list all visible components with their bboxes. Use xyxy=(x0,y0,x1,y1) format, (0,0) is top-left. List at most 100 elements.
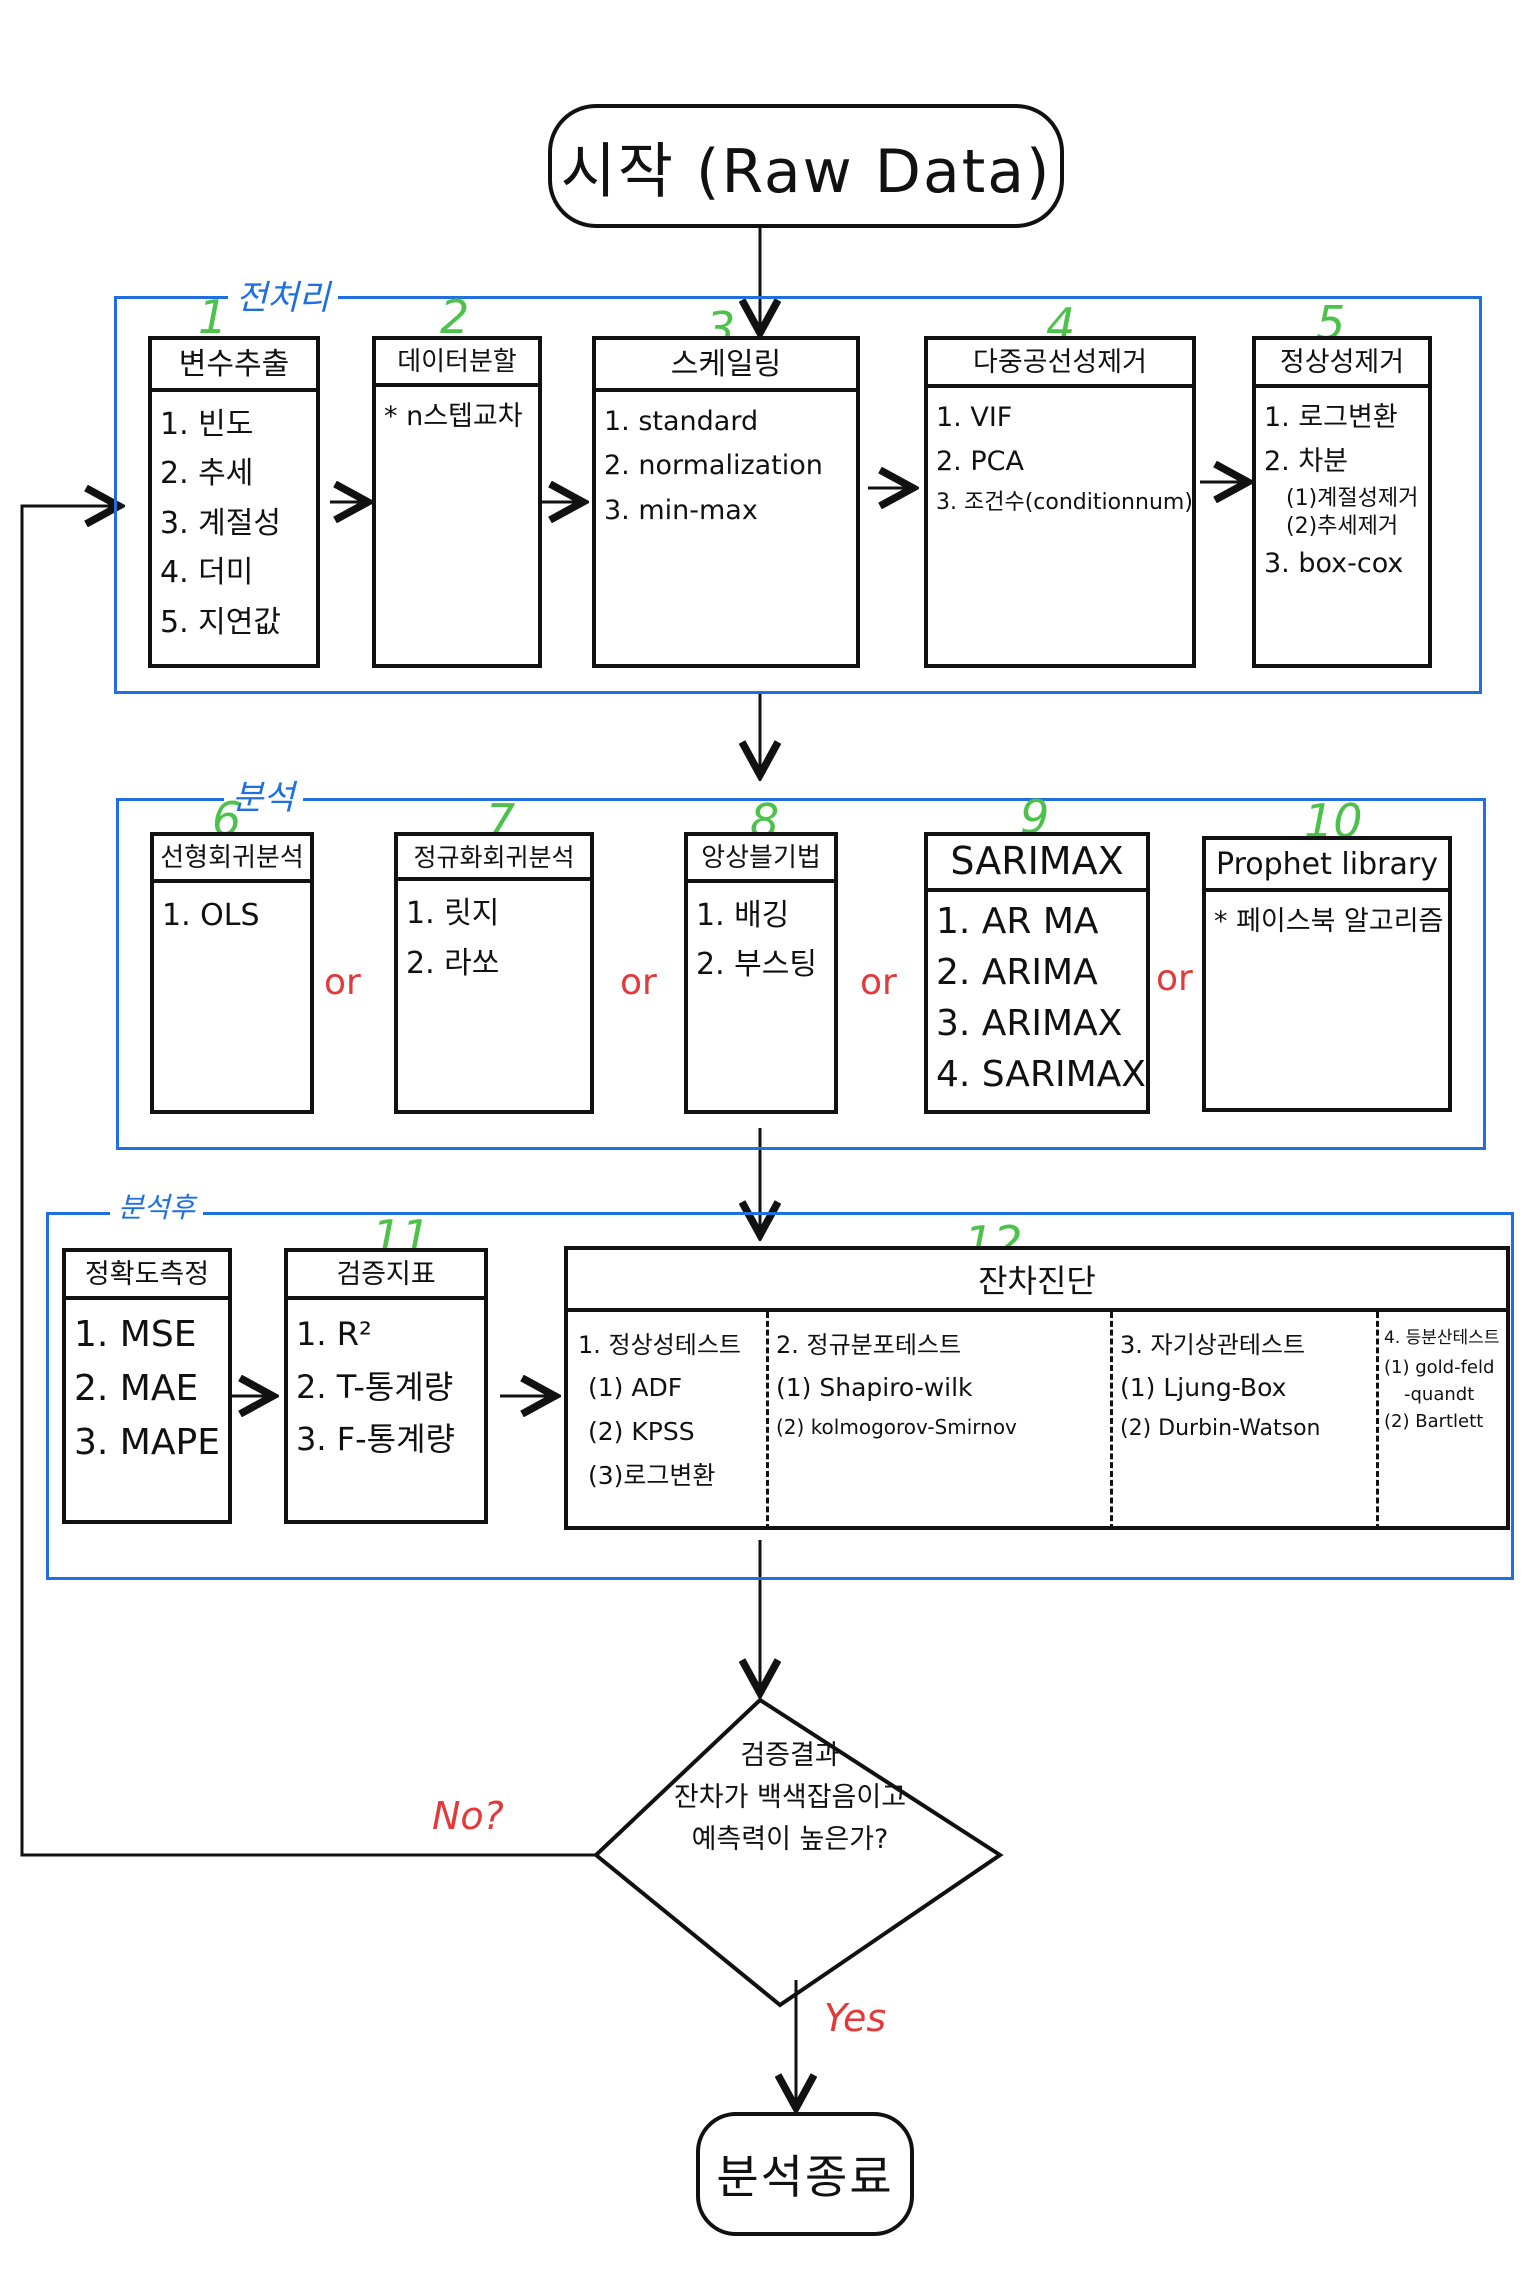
step-title: 변수추출 xyxy=(152,340,316,392)
or-label: or xyxy=(1156,958,1193,999)
list-item: 1. 빈도 xyxy=(160,406,254,442)
decision-line: 잔차가 백색잡음이고 xyxy=(673,1781,907,1813)
step-number-1: 1 xyxy=(198,290,228,344)
list-item: (3)로그변환 xyxy=(588,1460,716,1490)
list-item: 2. 추세 xyxy=(160,456,254,491)
end-label: 분석종료 xyxy=(716,2150,894,2204)
step-title: 앙상블기법 xyxy=(688,836,834,883)
step-box-residual-diagnosis: 잔차진단 1. 정상성테스트 (1) ADF (2) KPSS (3)로그변환 … xyxy=(564,1246,1510,1530)
or-label: or xyxy=(620,962,657,1003)
list-item: (1) gold-feld xyxy=(1384,1356,1495,1378)
step-box-prophet: Prophet library * 페이스북 알고리즘 xyxy=(1202,836,1452,1112)
list-item: (1) Shapiro-wilk xyxy=(776,1373,973,1402)
column-title: 2. 정규분포테스트 xyxy=(776,1331,962,1359)
list-item: 5. 지연값 xyxy=(160,604,281,640)
step-title: 정확도측정 xyxy=(66,1252,228,1300)
step-box-validation-metrics: 검증지표 1. R² 2. T-통계량 3. F-통계량 xyxy=(284,1248,488,1524)
list-item: 4. 더미 xyxy=(160,555,254,590)
decision-question: 검증결과 잔차가 백색잡음이고 예측력이 높은가? xyxy=(630,1735,950,1861)
residual-column-normality: 2. 정규분포테스트 (1) Shapiro-wilk (2) kolmogor… xyxy=(776,1324,1017,1445)
section-analysis xyxy=(116,798,1486,1150)
list-item: (2) Durbin-Watson xyxy=(1120,1415,1321,1441)
list-item: 1. AR MA xyxy=(936,900,1099,942)
list-item: (2) kolmogorov-Smirnov xyxy=(776,1414,1017,1439)
list-item: 2. 라쏘 xyxy=(406,945,500,981)
decision-yes-label: Yes xyxy=(824,1996,887,2040)
step-box-linear-regression: 선형회귀분석 1. OLS xyxy=(150,832,314,1114)
list-item: 3. box-cox xyxy=(1264,548,1404,580)
list-item: 1. OLS xyxy=(162,897,260,933)
list-item: 1. R² xyxy=(296,1314,372,1353)
residual-column-autocorrelation: 3. 자기상관테스트 (1) Ljung-Box (2) Durbin-Wats… xyxy=(1120,1324,1320,1448)
section-post-analysis xyxy=(46,1212,1514,1580)
list-item: 2. 부스팅 xyxy=(696,947,817,982)
list-item: 1. 배깅 xyxy=(696,897,790,933)
list-item: -quandt xyxy=(1404,1383,1475,1405)
list-item: 2. 차분 xyxy=(1264,446,1349,478)
section-preprocessing xyxy=(114,296,1482,694)
step-title: 정상성제거 xyxy=(1256,340,1428,388)
decision-diamond xyxy=(592,1697,1004,2008)
arrow-no-loop xyxy=(20,506,596,1857)
decision-no-label: No? xyxy=(432,1794,504,1838)
column-title: 3. 자기상관테스트 xyxy=(1120,1331,1306,1359)
list-item: * n스텝교차 xyxy=(384,400,523,432)
step-number-2: 2 xyxy=(440,290,470,344)
step-title: SARIMAX xyxy=(928,836,1146,892)
section-label-preprocessing: 전처리 xyxy=(228,270,338,319)
list-item: (2)추세제거 xyxy=(1286,514,1399,540)
step-title: 정규화회귀분석 xyxy=(398,836,590,882)
section-label-analysis: 분석 xyxy=(224,770,303,819)
start-terminal: 시작 (Raw Data) xyxy=(548,104,1064,228)
list-item: 1. 로그변환 xyxy=(1264,401,1398,433)
start-label: 시작 (Raw Data) xyxy=(560,136,1052,207)
list-item: (1)계절성제거 xyxy=(1286,485,1419,511)
step-box-multicollinearity: 다중공선성제거 1. VIF 2. PCA 3. 조건수(conditionnu… xyxy=(924,336,1196,668)
list-item: (1) ADF xyxy=(588,1373,683,1402)
step-title: 다중공선성제거 xyxy=(928,340,1192,388)
list-item: 1. MSE xyxy=(74,1313,197,1355)
divider xyxy=(1376,1312,1379,1530)
list-item: (2) KPSS xyxy=(588,1416,695,1446)
list-item: 3. 계절성 xyxy=(160,505,281,541)
list-item: 2. ARIMA xyxy=(936,951,1098,993)
list-item: 2. PCA xyxy=(936,446,1024,478)
decision-line: 검증결과 xyxy=(740,1740,840,1771)
decision-line: 예측력이 높은가? xyxy=(691,1823,889,1855)
list-item: 2. T-통계량 xyxy=(296,1367,454,1406)
list-item: (1) Ljung-Box xyxy=(1120,1373,1287,1402)
list-item: * 페이스북 알고리즘 xyxy=(1214,905,1444,937)
step-box-ensemble: 앙상블기법 1. 배깅 2. 부스팅 xyxy=(684,832,838,1114)
step-box-regularized-regression: 정규화회귀분석 1. 릿지 2. 라쏘 xyxy=(394,832,594,1114)
step-box-scaling: 스케일링 1. standard 2. normalization 3. min… xyxy=(592,336,860,668)
step-title: 선형회귀분석 xyxy=(154,836,310,883)
divider xyxy=(766,1312,769,1530)
or-label: or xyxy=(324,962,361,1003)
column-title: 4. 등분산테스트 xyxy=(1384,1328,1500,1348)
end-terminal: 분석종료 xyxy=(696,2112,914,2236)
step-box-variable-extraction: 변수추출 1. 빈도 2. 추세 3. 계절성 4. 더미 5. 지연값 xyxy=(148,336,320,668)
step-box-accuracy: 정확도측정 1. MSE 2. MAE 3. MAPE xyxy=(62,1248,232,1524)
list-item: 1. VIF xyxy=(936,401,1013,433)
list-item: 1. 릿지 xyxy=(406,896,500,932)
step-title: 데이터분할 xyxy=(376,340,538,387)
step-title: Prophet library xyxy=(1206,840,1448,892)
list-item: 3. F-통계량 xyxy=(296,1420,455,1459)
list-item: 2. normalization xyxy=(604,450,823,482)
section-label-post-analysis: 분석후 xyxy=(110,1186,204,1226)
step-box-sarimax: SARIMAX 1. AR MA 2. ARIMA 3. ARIMAX 4. S… xyxy=(924,832,1150,1114)
list-item: 4. SARIMAX xyxy=(936,1053,1146,1095)
list-item: 3. 조건수(conditionnum) xyxy=(936,489,1193,515)
step-title: 검증지표 xyxy=(288,1252,484,1300)
list-item: 1. standard xyxy=(604,405,759,437)
list-item: 2. MAE xyxy=(74,1367,199,1409)
list-item: 3. min-max xyxy=(604,494,758,526)
column-title: 1. 정상성테스트 xyxy=(578,1331,742,1359)
list-item: (2) Bartlett xyxy=(1384,1410,1484,1432)
residual-column-stationarity: 1. 정상성테스트 (1) ADF (2) KPSS (3)로그변환 xyxy=(578,1324,741,1497)
divider xyxy=(1110,1312,1113,1530)
step-box-data-split: 데이터분할 * n스텝교차 xyxy=(372,336,542,668)
step-box-stationarity: 정상성제거 1. 로그변환 2. 차분 (1)계절성제거 (2)추세제거 3. … xyxy=(1252,336,1432,668)
or-label: or xyxy=(860,962,897,1003)
